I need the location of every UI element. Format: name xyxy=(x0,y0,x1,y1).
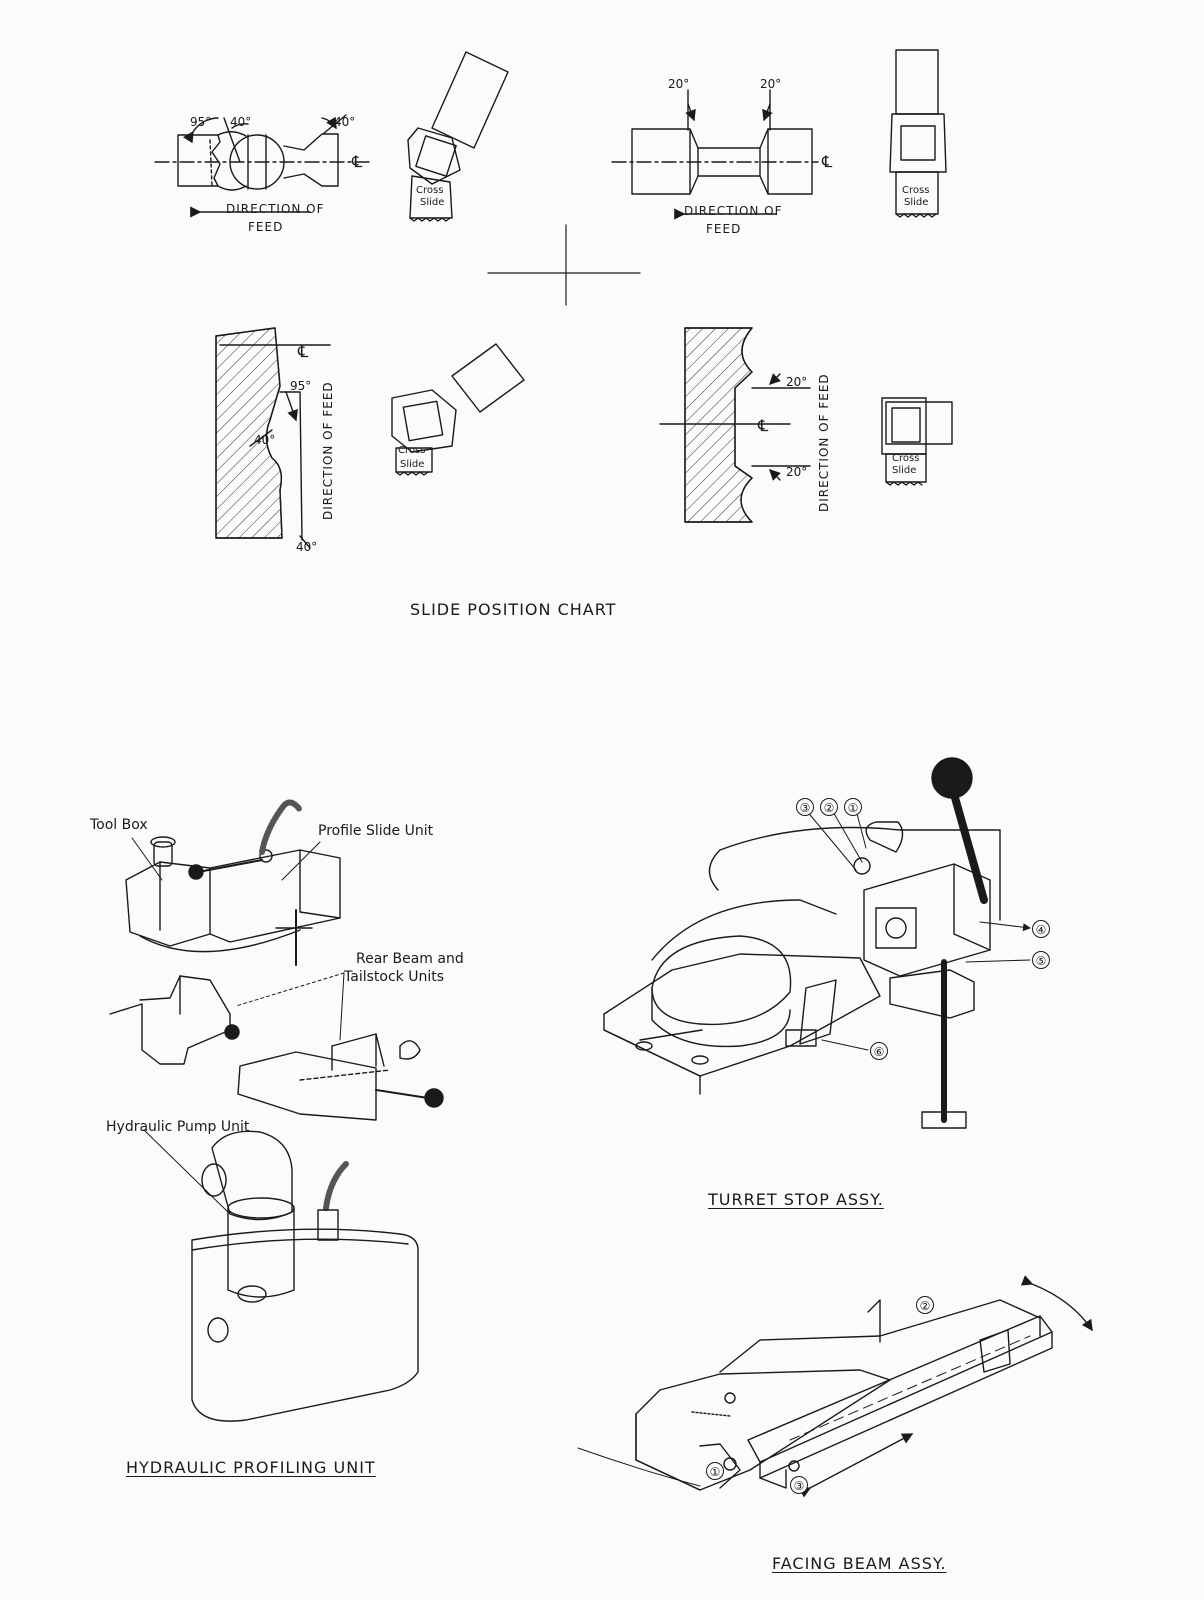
turret-leader-lines xyxy=(805,809,1031,1051)
angle-20-label: 20° xyxy=(786,375,808,389)
feed-label: FEED xyxy=(248,220,284,234)
profile-slide-unit-drawing xyxy=(125,799,341,966)
chart-bottom-left-workpiece xyxy=(215,327,331,549)
facing-beam-assy-title: FACING BEAM ASSY. xyxy=(772,1554,947,1573)
hydraulic-pump-unit-label: Hydraulic Pump Unit xyxy=(106,1119,250,1135)
angle-40-label: 40° xyxy=(230,115,252,129)
slide-label: Slide xyxy=(420,197,445,208)
leader-lines xyxy=(131,837,345,1215)
direction-of-feed-vertical-label: DIRECTION OF FEED xyxy=(817,373,831,512)
centerline-symbol: ℄ xyxy=(298,342,309,361)
turret-stop-drawing xyxy=(603,757,1001,1129)
direction-of-feed-label: DIRECTION OF xyxy=(226,202,325,216)
profile-slide-unit-label: Profile Slide Unit xyxy=(318,823,434,839)
facing-beam-drawing xyxy=(577,1275,1093,1498)
slide-label: Slide xyxy=(904,197,929,208)
angle-20-label: 20° xyxy=(760,77,782,91)
facing-callout-1: ① xyxy=(706,1462,724,1480)
chart-top-left-workpiece xyxy=(154,114,373,218)
slide-label: Slide xyxy=(400,459,425,470)
chart-bottom-right-workpiece xyxy=(659,327,811,523)
cross-label: Cross xyxy=(398,445,426,456)
feed-label: FEED xyxy=(706,222,742,236)
angle-40-label: 40° xyxy=(296,540,318,554)
angle-95-label: 95° xyxy=(190,115,212,129)
turret-callout-2: ② xyxy=(820,798,838,816)
slide-position-chart-title: SLIDE POSITION CHART xyxy=(410,600,617,619)
centerline-symbol: ℄ xyxy=(758,416,769,435)
rear-beam-label-line1: Rear Beam and xyxy=(356,951,464,967)
chart-top-right-tool xyxy=(889,49,947,218)
chart-bottom-left-tool xyxy=(391,343,525,476)
tool-box-label: Tool Box xyxy=(90,817,148,833)
chart-top-right-workpiece xyxy=(611,89,819,220)
turret-callout-6: ⑥ xyxy=(870,1042,888,1060)
turret-callout-1: ① xyxy=(844,798,862,816)
direction-of-feed-label: DIRECTION OF xyxy=(684,204,783,218)
turret-callout-4: ④ xyxy=(1032,920,1050,938)
facing-callout-2: ② xyxy=(916,1296,934,1314)
angle-95-label: 95° xyxy=(290,379,312,393)
centerline-symbol: ℄ xyxy=(822,152,833,171)
cross-label: Cross xyxy=(416,185,444,196)
turret-callout-5: ⑤ xyxy=(1032,951,1050,969)
cross-label: Cross xyxy=(892,453,920,464)
rear-beam-drawing xyxy=(109,975,444,1121)
rear-beam-label-line2: Tailstock Units xyxy=(344,969,444,985)
angle-20-label: 20° xyxy=(786,465,808,479)
chart-top-left-tool xyxy=(407,51,509,222)
turret-callout-3: ③ xyxy=(796,798,814,816)
facing-callout-3: ③ xyxy=(790,1476,808,1494)
centerline-symbol: ℄ xyxy=(352,152,363,171)
angle-40-label: 40° xyxy=(254,433,276,447)
angle-40-label: 40° xyxy=(334,115,356,129)
hydraulic-pump-drawing xyxy=(191,1130,419,1422)
chart-bottom-right-tool xyxy=(881,397,953,486)
angle-20-label: 20° xyxy=(668,77,690,91)
cross-label: Cross xyxy=(902,185,930,196)
slide-label: Slide xyxy=(892,465,917,476)
turret-stop-assy-title: TURRET STOP ASSY. xyxy=(708,1190,884,1209)
direction-of-feed-vertical-label: DIRECTION OF FEED xyxy=(321,381,335,520)
hydraulic-profiling-unit-title: HYDRAULIC PROFILING UNIT xyxy=(126,1458,376,1477)
